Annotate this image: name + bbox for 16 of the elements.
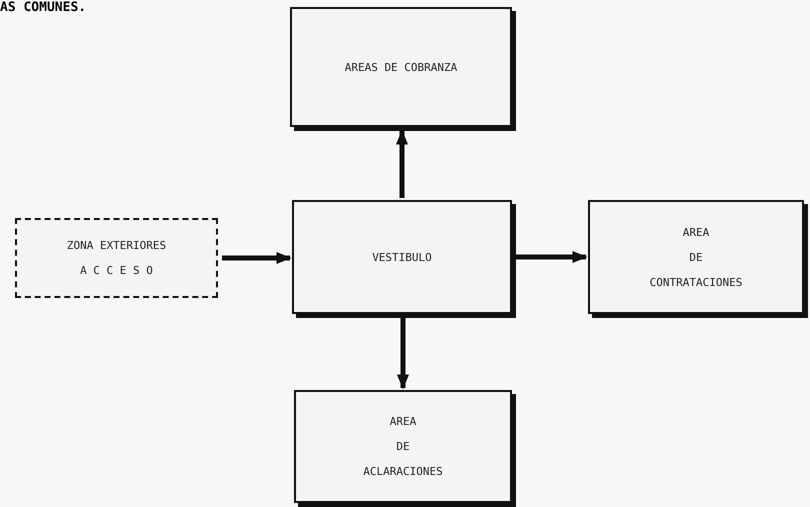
area-label: ACLARACIONES — [363, 465, 443, 478]
arrow — [397, 318, 409, 390]
arrow — [516, 251, 588, 263]
area-label: VESTIBULO — [372, 250, 432, 264]
area-label: DE — [396, 440, 410, 453]
area-box — [15, 218, 218, 298]
arrow — [222, 252, 292, 264]
area-label: AREA — [682, 226, 710, 238]
arrow — [396, 130, 408, 198]
area-label: DE — [689, 250, 703, 264]
area-label: ZONA EXTERIORES — [66, 239, 166, 252]
area-label: CONTRATACIONES — [650, 276, 742, 288]
area-label: AREA — [390, 415, 416, 428]
area-label: A C C E S O — [80, 264, 153, 277]
area-label: AREAS DE COBRANZA — [344, 60, 458, 74]
heading-text: AS COMUNES. — [0, 0, 86, 15]
